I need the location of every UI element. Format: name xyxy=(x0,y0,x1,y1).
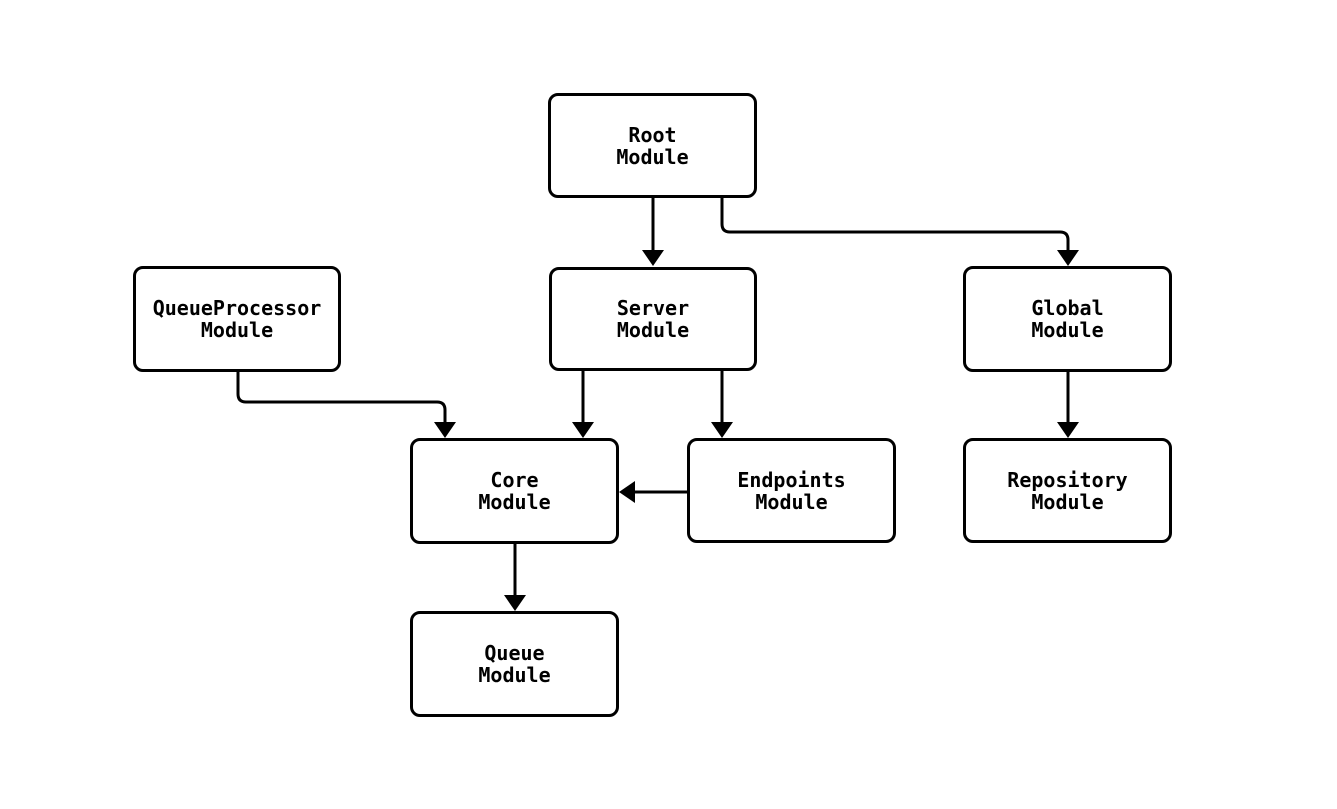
node-label-line2: Module xyxy=(616,318,690,342)
node-label-line1: Global xyxy=(1031,296,1104,320)
node-label-line1: Endpoints xyxy=(737,467,846,492)
node-root-module: Root Module xyxy=(548,93,757,198)
node-endpoints-module: Endpoints Module xyxy=(687,438,896,543)
edge-global-to-repository xyxy=(1057,372,1079,438)
node-label-line2: Module xyxy=(755,489,828,514)
edge-server-to-core xyxy=(572,371,594,438)
node-label-line2: Module xyxy=(478,663,551,687)
node-label-line2: Module xyxy=(200,318,274,342)
node-label-line1: QueueProcessor xyxy=(152,296,322,320)
edge-queueprocessor-to-core xyxy=(236,372,456,438)
node-label-line1: Core xyxy=(490,468,539,492)
node-queueprocessor-module: QueueProcessor Module xyxy=(133,266,341,372)
edge-root-to-global xyxy=(720,198,1079,266)
node-core-module: Core Module xyxy=(410,438,619,544)
node-label-line1: Server xyxy=(616,296,690,320)
node-label-line2: Module xyxy=(478,490,551,514)
node-label-line2: Module xyxy=(1031,318,1104,342)
node-global-module: Global Module xyxy=(963,266,1172,372)
node-repository-module: Repository Module xyxy=(963,438,1172,543)
node-label-line2: Module xyxy=(1031,489,1104,514)
node-label-line1: Queue xyxy=(484,641,545,665)
node-label-line1: Root xyxy=(628,122,677,147)
node-server-module: Server Module xyxy=(549,267,757,371)
node-label-line1: Repository xyxy=(1007,467,1128,492)
edge-server-to-endpoints xyxy=(711,371,733,438)
edge-endpoints-to-core xyxy=(619,481,687,503)
node-label-line2: Module xyxy=(616,144,689,169)
node-queue-module: Queue Module xyxy=(410,611,619,717)
edge-root-to-server xyxy=(642,198,664,266)
edge-core-to-queue xyxy=(504,544,526,611)
